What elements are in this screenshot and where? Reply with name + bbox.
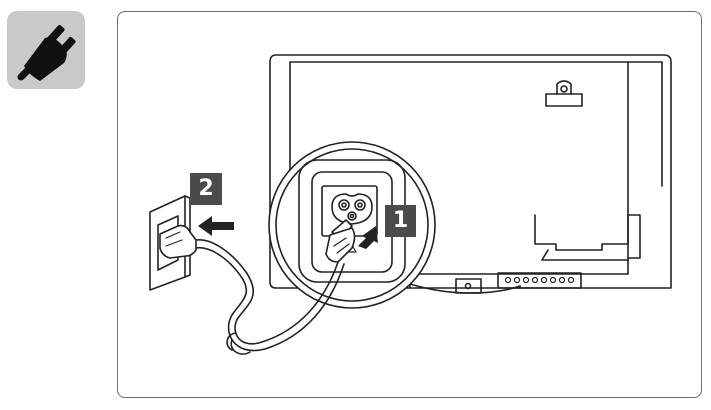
illustration-frame <box>117 11 702 398</box>
insert-arrow-1 <box>358 226 378 249</box>
power-badge <box>7 11 85 89</box>
tv-back-panel <box>269 54 672 294</box>
power-cable <box>195 239 345 355</box>
wall-plug <box>159 224 197 259</box>
insert-arrow-2 <box>198 216 234 236</box>
step-number-1: 1 <box>385 205 416 237</box>
power-plug-icon <box>17 24 76 81</box>
step-number-2: 2 <box>190 173 222 205</box>
tv-side-plug <box>325 219 356 263</box>
